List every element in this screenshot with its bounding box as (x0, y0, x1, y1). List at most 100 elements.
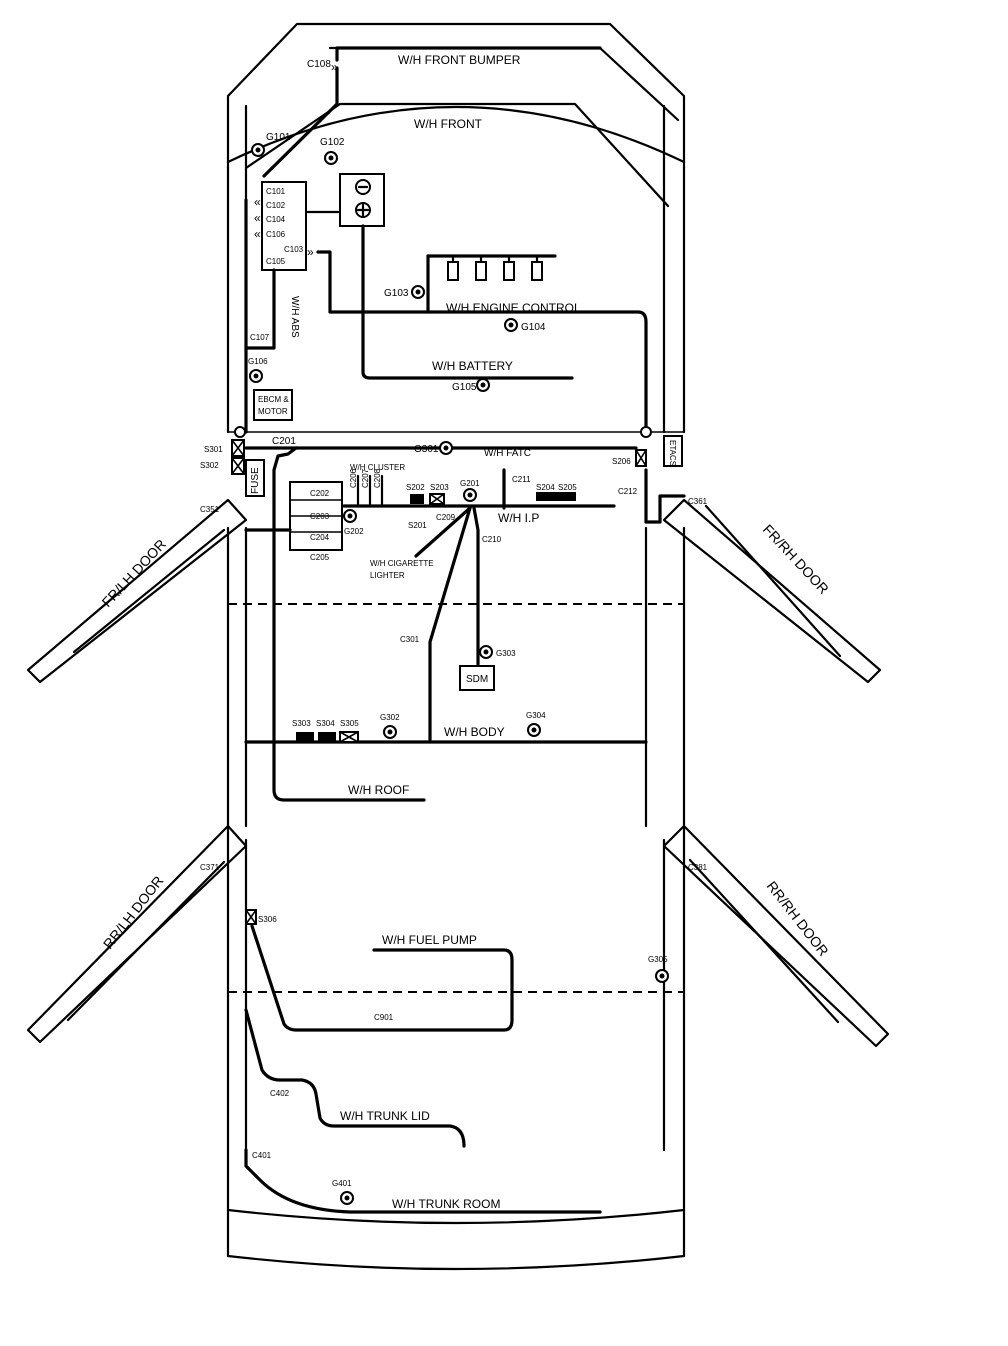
splice-s203: S203 (430, 483, 449, 492)
splice-s204: S204 (536, 483, 555, 492)
splice-s202: S202 (406, 483, 425, 492)
engine-fuse-box: C101 C102 C104 C106 C105 C103 « « « » (254, 181, 342, 271)
splice-s302: S302 (200, 461, 219, 470)
sdm-label: SDM (466, 674, 488, 685)
etacs-label: ETACS (668, 440, 677, 466)
ground-g401: G401 (332, 1179, 352, 1188)
rr-rh-door: RR/RH DOOR (662, 824, 890, 1048)
connector-c108: C108 (307, 59, 331, 70)
connector-c401: C401 (252, 1151, 272, 1160)
chevron-icon: » (331, 60, 338, 74)
rr-lh-door-label: RR/LH DOOR (100, 873, 167, 952)
connector-c204: C204 (310, 533, 330, 542)
connector-c105: C105 (266, 257, 286, 266)
connector-c209: C209 (436, 513, 456, 522)
body-label: W/H BODY (444, 725, 505, 739)
body-harness: W/H BODY S303 S304 S305 G302 G304 (244, 711, 648, 744)
cigarette-lighter-label-2: LIGHTER (370, 571, 405, 580)
splice-s306: S306 (258, 915, 277, 924)
ebcm-label-1: EBCM & (258, 395, 289, 404)
cluster-label: W/H CLUSTER (350, 463, 405, 472)
abs-harness: W/H ABS C107 G106 EBCM & MOTOR (244, 198, 300, 434)
connector-c402: C402 (270, 1089, 290, 1098)
ground-g103: G103 (384, 288, 409, 299)
ground-g301: G301 (414, 444, 439, 455)
ground-g303: G303 (496, 649, 516, 658)
rear-connectors: C371 C381 S306 G305 (200, 863, 708, 983)
splice-s305: S305 (340, 719, 359, 728)
fatc-label: W/H FATC (484, 448, 531, 459)
connector-c211: C211 (512, 475, 531, 484)
connector-c901: C901 (374, 1013, 394, 1022)
svg-text:«: « (254, 227, 261, 241)
cigarette-lighter-label-1: W/H CIGARETTE (370, 559, 434, 568)
fr-lh-door-label: FR/LH DOOR (98, 536, 169, 610)
connector-c361: C361 (688, 497, 708, 506)
ground-g105: G105 (452, 382, 477, 393)
roof-harness: W/H ROOF (348, 783, 409, 797)
ground-g102: G102 (320, 137, 345, 148)
fr-rh-door: FR/RH DOOR (662, 498, 882, 684)
connector-c371: C371 (200, 863, 220, 872)
svg-text:«: « (254, 195, 261, 209)
connector-c106: C106 (266, 230, 286, 239)
front-harness: W/H FRONT G101 G102 (251, 102, 483, 178)
ip-harness: C201 G301 W/H FATC C211 W/H I.P C206 C20… (200, 436, 708, 802)
trunk-room-label: W/H TRUNK ROOM (392, 1197, 500, 1211)
connector-c207: C207 (361, 468, 370, 488)
engine-control-harness: W/H ENGINE CONTROL G103 G104 (316, 250, 648, 434)
connector-c203: C203 (310, 512, 330, 521)
fr-rh-door-label: FR/RH DOOR (760, 521, 832, 597)
trunk-room-harness: C401 G401 W/H TRUNK ROOM (244, 1148, 602, 1214)
ground-g106: G106 (248, 357, 268, 366)
connector-c102: C102 (266, 201, 286, 210)
roof-label: W/H ROOF (348, 783, 409, 797)
ip-label: W/H I.P (498, 511, 539, 525)
ground-g305: G305 (648, 955, 668, 964)
front-label: W/H FRONT (414, 117, 483, 131)
ground-g302: G302 (380, 713, 400, 722)
connector-c206: C206 (349, 468, 358, 488)
connector-c103: C103 (284, 245, 304, 254)
ground-g101: G101 (266, 132, 291, 143)
splice-s304: S304 (316, 719, 335, 728)
connector-c107: C107 (250, 333, 270, 342)
engine-control-label: W/H ENGINE CONTROL (446, 301, 581, 315)
front-bumper-harness: W/H FRONT BUMPER C108 » (307, 46, 602, 106)
trunk-lid-harness: C402 W/H TRUNK LID (244, 1008, 466, 1148)
splice-s303: S303 (292, 719, 311, 728)
splice-s206: S206 (612, 457, 631, 466)
splice-s205: S205 (558, 483, 577, 492)
connector-c201: C201 (272, 436, 296, 447)
fuel-pump-harness: W/H FUEL PUMP C901 (250, 924, 514, 1032)
connector-c351: C351 (200, 505, 220, 514)
battery: W/H BATTERY G105 (339, 173, 574, 393)
svg-text:»: » (307, 245, 314, 259)
fuel-pump-label: W/H FUEL PUMP (382, 933, 477, 947)
ground-g104: G104 (521, 322, 546, 333)
svg-text:«: « (254, 211, 261, 225)
connector-c212: C212 (618, 487, 638, 496)
connector-c301: C301 (400, 635, 420, 644)
fuse-block: FUSE (245, 459, 265, 497)
connector-c205: C205 (310, 553, 330, 562)
battery-label: W/H BATTERY (432, 359, 513, 373)
rr-lh-door: RR/LH DOOR (26, 824, 248, 1044)
connector-c381: C381 (688, 863, 708, 872)
connector-c104: C104 (266, 215, 286, 224)
ebcm-label-2: MOTOR (258, 407, 288, 416)
connector-c210: C210 (482, 535, 502, 544)
connector-c101: C101 (266, 187, 286, 196)
connector-c202: C202 (310, 489, 330, 498)
fr-lh-door: FR/LH DOOR (26, 498, 248, 684)
dash-splices: S301 S302 S206 ETACS (200, 426, 683, 475)
ground-g202: G202 (344, 527, 364, 536)
front-bumper-label: W/H FRONT BUMPER (398, 53, 521, 67)
trunk-lid-label: W/H TRUNK LID (340, 1109, 430, 1123)
ground-g201: G201 (460, 479, 480, 488)
ground-g304: G304 (526, 711, 546, 720)
abs-label: W/H ABS (289, 296, 300, 338)
splice-s201: S201 (408, 521, 427, 530)
fuse-label: FUSE (250, 467, 261, 494)
